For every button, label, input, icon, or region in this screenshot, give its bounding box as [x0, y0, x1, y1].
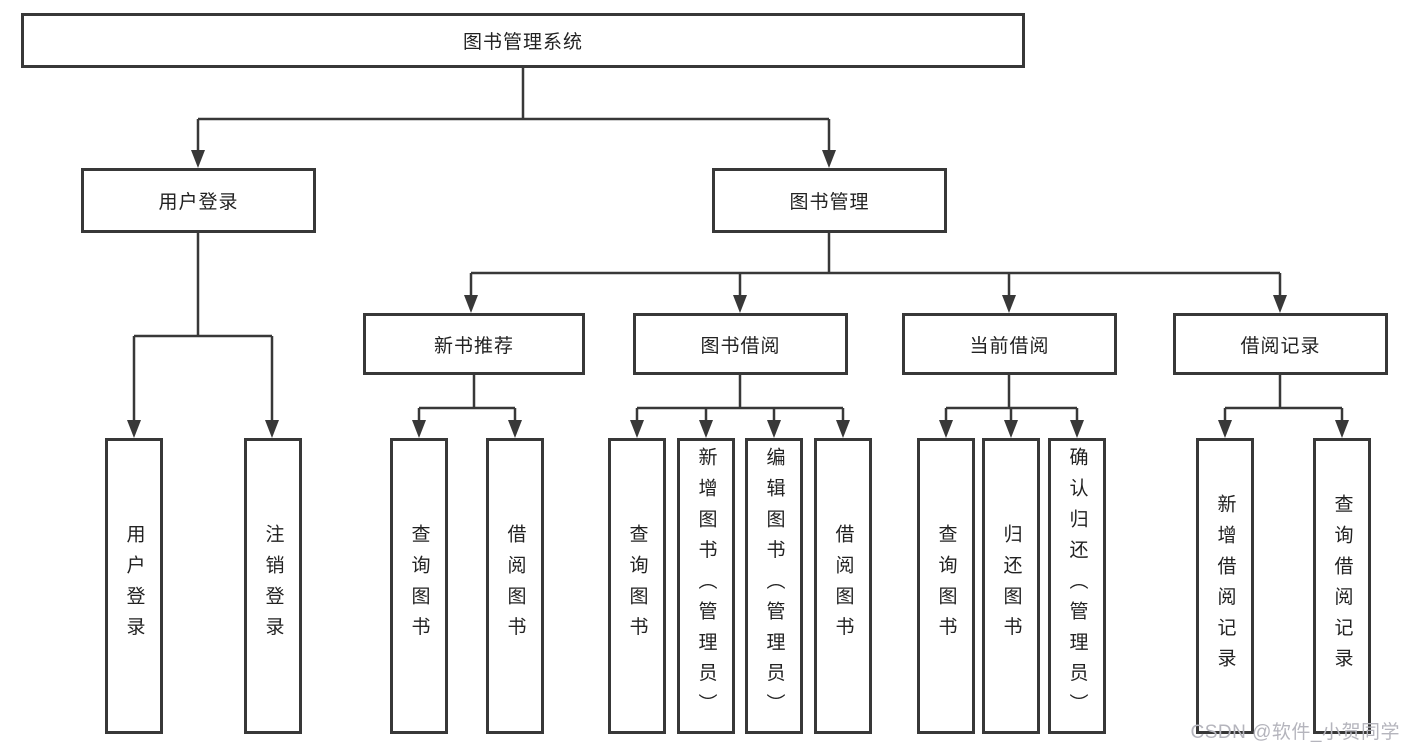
node-leaf-query-books-1: 查询图书: [390, 438, 448, 734]
node-label: 借阅图书: [504, 524, 526, 648]
node-leaf-borrow-books-2: 借阅图书: [814, 438, 872, 734]
node-label: 用户登录: [123, 524, 145, 648]
node-leaf-query-borrow-record: 查询借阅记录: [1313, 438, 1371, 734]
node-label: 借阅记录: [1240, 335, 1321, 357]
node-label: 归还图书: [1000, 524, 1022, 648]
node-book-borrowing: 图书借阅: [633, 313, 848, 375]
node-leaf-add-books-admin: 新增图书（管理员）: [677, 438, 735, 734]
node-borrowing-records: 借阅记录: [1173, 313, 1388, 375]
node-book-management: 图书管理: [712, 168, 947, 233]
node-label: 用户登录: [158, 192, 239, 213]
node-label: 借阅图书: [832, 524, 854, 648]
node-label: 查询借阅记录: [1331, 493, 1353, 679]
node-label: 当前借阅: [969, 335, 1050, 357]
node-leaf-confirm-return-admin: 确认归还（管理员）: [1048, 438, 1106, 734]
node-label: 查询图书: [626, 524, 648, 648]
node-label: 新增图书（管理员）: [695, 447, 717, 725]
node-label: 图书管理: [789, 192, 870, 213]
node-label: 新增借阅记录: [1214, 493, 1236, 679]
node-leaf-user-login: 用户登录: [105, 438, 163, 734]
node-leaf-borrow-books-1: 借阅图书: [486, 438, 544, 734]
node-leaf-query-books-2: 查询图书: [608, 438, 666, 734]
node-library-management-system: 图书管理系统: [21, 13, 1025, 68]
node-user-login: 用户登录: [81, 168, 316, 233]
node-label: 新书推荐: [433, 335, 514, 357]
node-current-borrowing: 当前借阅: [902, 313, 1117, 375]
tree-edges: [132, 68, 1344, 422]
node-label: 图书管理系统: [462, 32, 583, 53]
node-leaf-add-borrow-record: 新增借阅记录: [1196, 438, 1254, 734]
node-label: 编辑图书（管理员）: [763, 447, 785, 725]
node-label: 确认归还（管理员）: [1066, 447, 1088, 725]
node-leaf-logout: 注销登录: [244, 438, 302, 734]
node-label: 查询图书: [935, 524, 957, 648]
node-label: 查询图书: [408, 524, 430, 648]
node-label: 图书借阅: [700, 335, 781, 357]
csdn-watermark: CSDN @软件_小贺同学: [1190, 722, 1400, 743]
node-leaf-query-books-3: 查询图书: [917, 438, 975, 734]
node-label: 注销登录: [262, 524, 284, 648]
node-leaf-edit-books-admin: 编辑图书（管理员）: [745, 438, 803, 734]
node-new-book-recommend: 新书推荐: [363, 313, 585, 375]
arrowheads: [127, 150, 1349, 438]
node-leaf-return-books: 归还图书: [982, 438, 1040, 734]
